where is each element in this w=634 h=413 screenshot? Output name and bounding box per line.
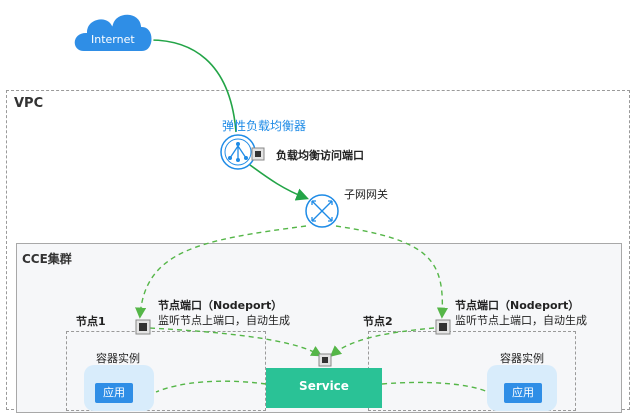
elb-to-gateway-connector [245,161,309,201]
elb-port-icon [251,147,265,161]
container-instance-1-label: 容器实例 [96,352,140,365]
node1-to-service-connector [149,327,323,357]
load-balancer-icon [220,134,256,170]
app-1-button[interactable]: 应用 [95,383,133,403]
subnet-gateway-label: 子网网关 [344,188,388,201]
gateway-to-node1-connector [135,225,307,319]
cce-cluster-label: CCE集群 [22,252,72,266]
container-instance-2-label: 容器实例 [500,352,544,365]
elb-label: 弹性负载均衡器 [222,119,307,133]
internet-to-elb-connector [149,39,237,133]
service-to-app2-connector [381,381,489,393]
vpc-label: VPC [14,96,44,111]
service-port-icon [318,353,332,367]
node2-port-icon [435,319,451,335]
cloud-icon [72,12,154,53]
service-to-app1-connector [155,380,267,393]
app-2-button[interactable]: 应用 [504,383,542,403]
node1-port-icon [135,319,151,335]
node1-nodeport-title: 节点端口（Nodeport） [158,299,283,312]
diagram-canvas [72,12,489,393]
node2-to-service-connector [329,327,435,357]
gateway-to-node2-connector [335,225,449,319]
node1-label: 节点1 [76,315,106,328]
node2-nodeport-title: 节点端口（Nodeport） [455,299,580,312]
node2-label: 节点2 [363,315,393,328]
node2-nodeport-desc: 监听节点上端口，自动生成 [455,314,587,327]
node1-nodeport-desc: 监听节点上端口，自动生成 [158,314,290,327]
subnet-gateway-icon [305,194,339,228]
internet-label: Internet [91,33,135,46]
elb-port-label: 负载均衡访问端口 [276,149,364,162]
